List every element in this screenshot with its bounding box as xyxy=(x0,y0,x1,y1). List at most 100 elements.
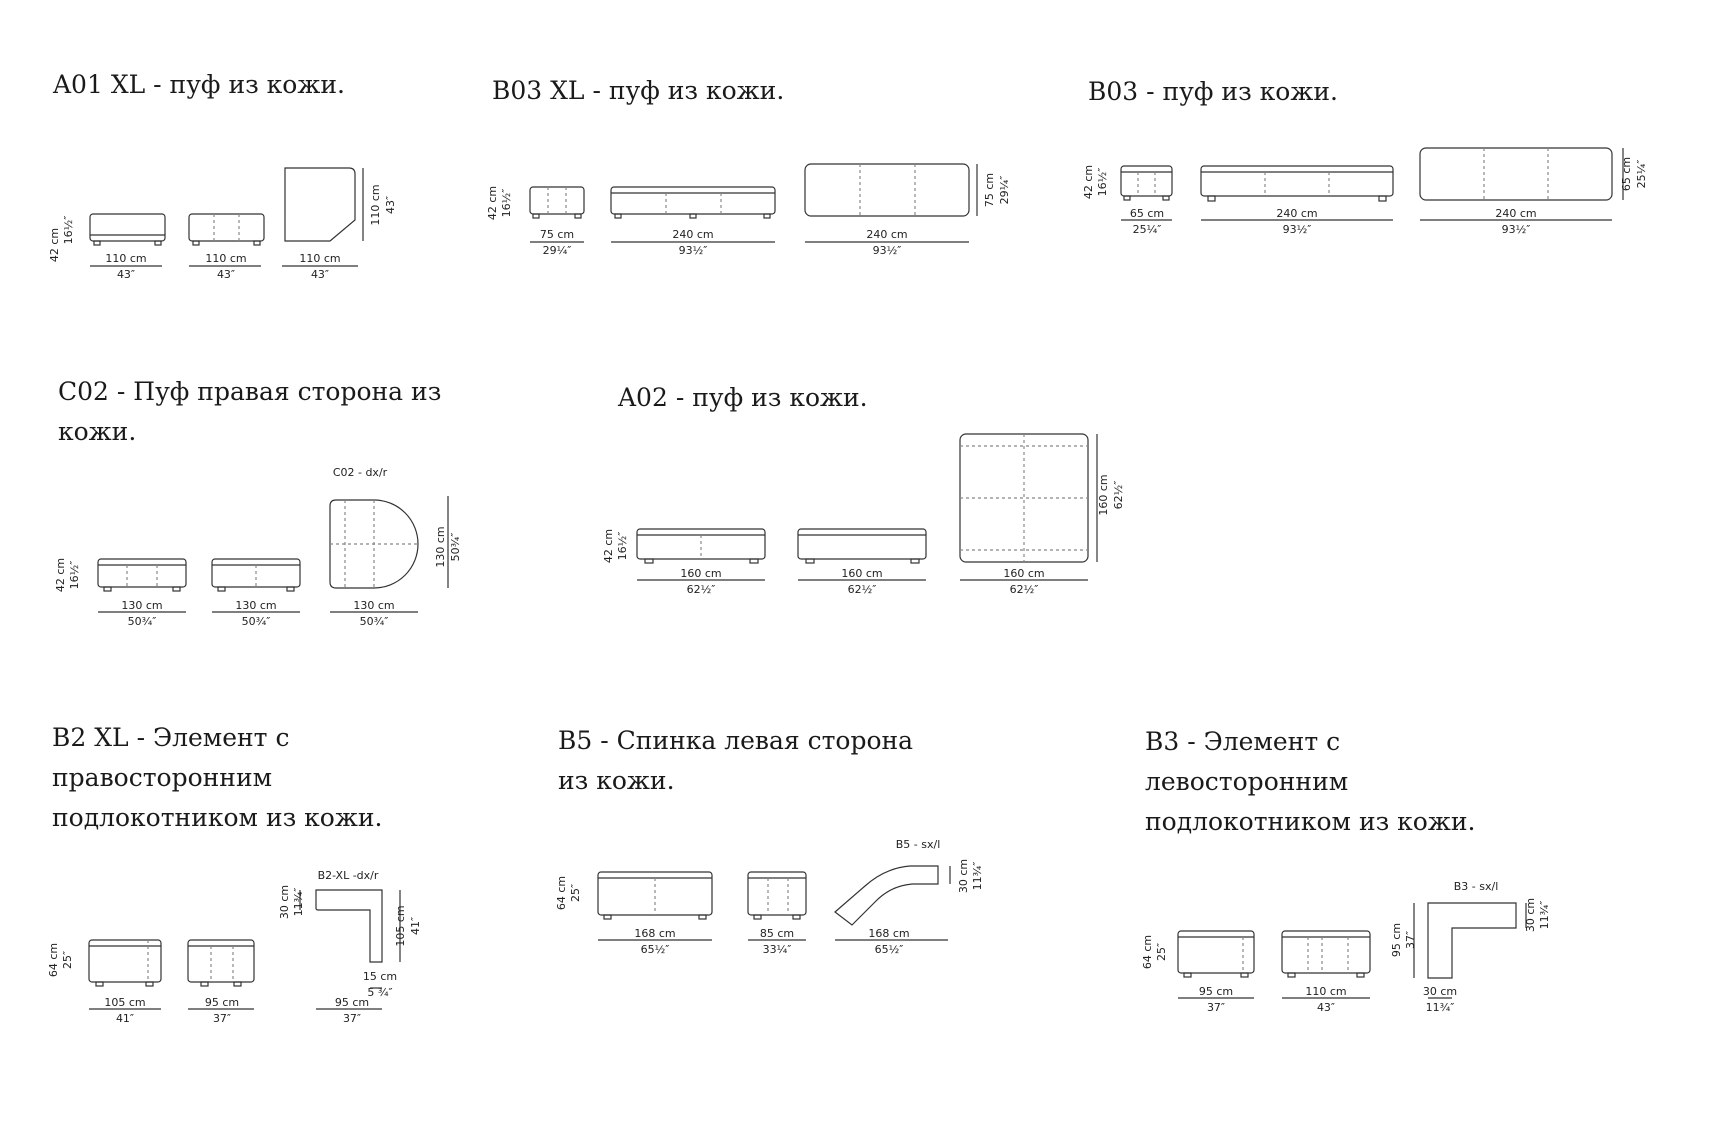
title-b3: B3 - Элемент с левосторонним подлокотник… xyxy=(1145,727,1476,836)
depth-in: 62½″ xyxy=(1112,481,1125,510)
height-in: 16½″ xyxy=(68,561,81,590)
side-view xyxy=(797,528,927,560)
depth-in: 25¼″ xyxy=(1635,160,1648,189)
width-cm-1: 105 cm xyxy=(104,996,145,1009)
width-in-1: 29¼″ xyxy=(543,244,572,257)
drawing-b5: B5 - sx/l 64 cm 25″ 168 cm 65½″ 85 cm 33… xyxy=(555,838,984,956)
title-b5: B5 - Спинка левая сторона из кожи. xyxy=(558,726,914,795)
front-view xyxy=(610,186,776,215)
width-cm-2: 110 cm xyxy=(205,252,246,265)
width-cm-2: 110 cm xyxy=(1305,985,1346,998)
front-view xyxy=(1177,930,1255,974)
height-cm: 64 cm xyxy=(555,876,568,910)
width-in-3: 93½″ xyxy=(873,244,902,257)
width-in-3: 37″ xyxy=(343,1012,361,1025)
width-cm-3: 240 cm xyxy=(866,228,907,241)
width-cm-1: 110 cm xyxy=(105,252,146,265)
arm-cm: 30 cm xyxy=(957,859,970,893)
width-in-2: 62½″ xyxy=(848,583,877,596)
side-view xyxy=(211,558,301,588)
height-in: 25″ xyxy=(61,951,74,969)
top-view xyxy=(834,865,939,926)
width-cm-1: 160 cm xyxy=(680,567,721,580)
width-cm-3: 240 cm xyxy=(1495,207,1536,220)
depth-in: 37″ xyxy=(1404,931,1417,949)
front-view xyxy=(636,528,766,560)
width-in-3: 43″ xyxy=(311,268,329,281)
height-in: 16½″ xyxy=(1096,168,1109,197)
width-cm-1: 95 cm xyxy=(1199,985,1233,998)
width-in-1: 43″ xyxy=(117,268,135,281)
height-cm: 42 cm xyxy=(486,186,499,220)
title-b03xl: B03 XL - пуф из кожи. xyxy=(492,76,785,105)
width-cm-3: 95 cm xyxy=(335,996,369,1009)
depth-cm: 110 cm xyxy=(369,184,382,225)
width-in-1: 37″ xyxy=(1207,1001,1225,1014)
top-view xyxy=(284,167,356,242)
drawing-c02: C02 - dx/r 42 cm 16½″ 130 cm 50¾″ 130 cm… xyxy=(54,466,462,628)
height-in: 16½″ xyxy=(616,532,629,561)
height-cm: 42 cm xyxy=(48,228,61,262)
height-in: 25″ xyxy=(1155,943,1168,961)
top-view xyxy=(315,889,383,963)
width-in-1: 41″ xyxy=(116,1012,134,1025)
width-cm-2: 240 cm xyxy=(672,228,713,241)
drawing-b03xl: 42 cm 16½″ 75 cm 29¼″ 240 cm 93½″ 240 cm… xyxy=(486,163,1011,257)
width-cm-3: 160 cm xyxy=(1003,567,1044,580)
width-in-2: 50¾″ xyxy=(242,615,271,628)
depth-cm: 105 cm xyxy=(394,905,407,946)
arm-cm: 30 cm xyxy=(1524,898,1537,932)
inner-in: 5 ¾″ xyxy=(367,986,392,999)
arm-in: 11¾″ xyxy=(292,888,305,917)
depth-in: 41″ xyxy=(409,917,422,935)
inner-cm: 15 cm xyxy=(363,970,397,983)
width-in-1: 65½″ xyxy=(641,943,670,956)
width-in-3: 50¾″ xyxy=(360,615,389,628)
width-in-1: 25¼″ xyxy=(1133,223,1162,236)
depth-in: 29¼″ xyxy=(998,176,1011,205)
width-in-2: 93½″ xyxy=(1283,223,1312,236)
width-cm-2: 85 cm xyxy=(760,927,794,940)
width-in-2: 37″ xyxy=(213,1012,231,1025)
width-cm-2: 160 cm xyxy=(841,567,882,580)
width-in-2: 43″ xyxy=(217,268,235,281)
height-in: 25″ xyxy=(569,884,582,902)
height-cm: 64 cm xyxy=(1141,935,1154,969)
side-view xyxy=(747,871,807,916)
height-cm: 64 cm xyxy=(47,943,60,977)
width-in-2: 93½″ xyxy=(679,244,708,257)
side-view xyxy=(1281,930,1371,974)
title-c02: C02 - Пуф правая сторона из кожи. xyxy=(58,377,442,446)
model-caption: B3 - sx/l xyxy=(1454,880,1499,893)
side-view xyxy=(529,186,585,215)
front-view xyxy=(89,213,166,242)
drawing-b3: B3 - sx/l 64 cm 25″ 95 cm 37″ 110 cm 43″… xyxy=(1141,880,1551,1014)
width-cm-1: 168 cm xyxy=(634,927,675,940)
width-cm-3: 110 cm xyxy=(299,252,340,265)
title-a01xl: A01 XL - пуф из кожи. xyxy=(53,70,345,99)
front-view xyxy=(1200,165,1394,197)
width-cm-1: 75 cm xyxy=(540,228,574,241)
width-cm-3: 168 cm xyxy=(868,927,909,940)
depth-in: 50¾″ xyxy=(449,533,462,562)
depth-cm: 160 cm xyxy=(1097,474,1110,515)
arm-cm: 30 cm xyxy=(278,885,291,919)
depth-in: 43″ xyxy=(384,196,397,214)
side-view xyxy=(188,213,265,242)
width-cm-3: 130 cm xyxy=(353,599,394,612)
width-cm-3: 30 cm xyxy=(1423,985,1457,998)
width-in-1: 50¾″ xyxy=(128,615,157,628)
arm-in: 11¾″ xyxy=(1538,901,1551,930)
top-view xyxy=(329,499,419,589)
width-in-2: 43″ xyxy=(1317,1001,1335,1014)
height-cm: 42 cm xyxy=(54,558,67,592)
width-in-3: 65½″ xyxy=(875,943,904,956)
height-cm: 42 cm xyxy=(1082,165,1095,199)
model-caption: B5 - sx/l xyxy=(896,838,941,851)
front-view xyxy=(97,558,187,588)
width-cm-2: 95 cm xyxy=(205,996,239,1009)
drawing-b2xl: B2-XL -dx/r 64 cm 25″ 105 cm 41″ 95 cm 3… xyxy=(47,869,422,1025)
height-cm: 42 cm xyxy=(602,529,615,563)
top-view xyxy=(1419,147,1613,201)
